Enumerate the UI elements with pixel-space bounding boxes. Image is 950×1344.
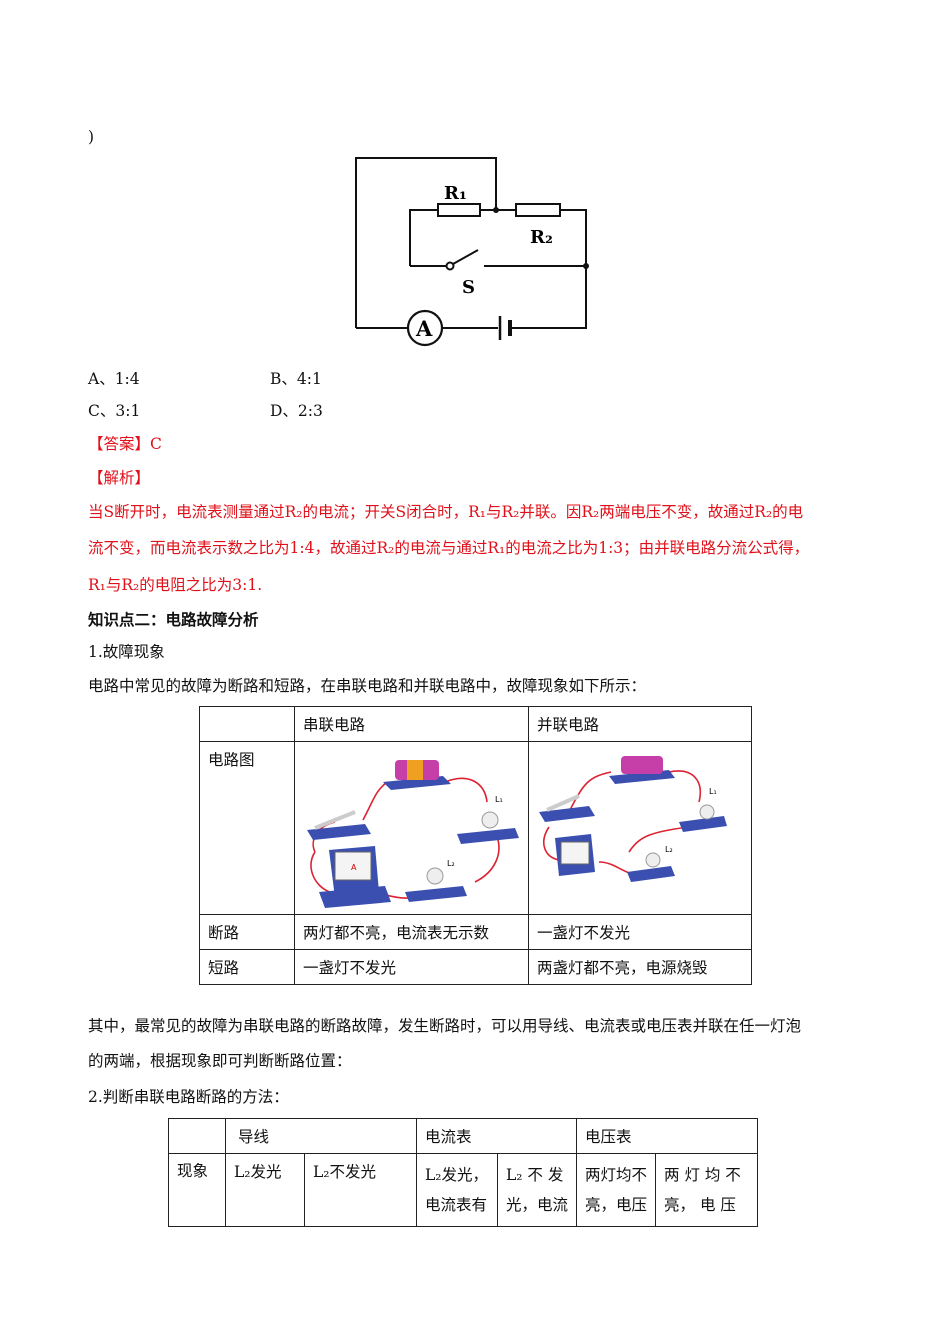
r1-label: R₁ xyxy=(444,183,467,204)
sub2-title: 2.判断串联电路断路的方法： xyxy=(88,1088,289,1106)
resistor-r1 xyxy=(437,203,481,217)
parallel-short-desc: 两盏灯都不亮，电源烧毁 xyxy=(528,949,752,985)
analysis-line-1: 当S断开时，电流表测量通过R₂的电流；开关S闭合时，R₁与R₂并联。因R₂两端电… xyxy=(88,503,804,521)
answer: 【答案】C xyxy=(88,435,162,453)
table1-row-short: 短路 xyxy=(199,949,295,985)
table2-header-voltmeter: 电压表 xyxy=(576,1118,758,1154)
fault-table: 串联电路 并联电路 电路图 xyxy=(199,706,752,985)
table2-wire-off: L₂不发光 xyxy=(304,1153,417,1227)
parallel-circuit-image: L₁ L₂ xyxy=(539,756,727,882)
sub1-intro: 电路中常见的故障为断路和短路，在串联电路和并联电路中，故障现象如下所示： xyxy=(88,677,647,695)
table2-corner xyxy=(168,1118,226,1154)
table2-ammeter-on-line2: 电流表有 xyxy=(425,1196,488,1214)
ammeter-label: A xyxy=(415,316,433,341)
svg-text:A: A xyxy=(351,863,357,872)
table1-corner xyxy=(199,706,295,742)
parallel-circuit-cell: L₁ L₂ xyxy=(528,741,752,915)
option-c: C、3:1 xyxy=(88,402,141,420)
analysis-line-3: R₁与R₂的电阻之比为3:1. xyxy=(88,576,263,594)
lamp-l2-label: L₂ xyxy=(447,859,455,868)
table1-header-series: 串联电路 xyxy=(294,706,529,742)
table2-ammeter-off-line2: 光，电流 xyxy=(506,1196,569,1214)
table2-ammeter-off-line1: L₂ 不 发 xyxy=(506,1166,564,1184)
section-heading: 知识点二：电路故障分析 xyxy=(88,611,259,629)
series-circuit-image: A L₁ L₂ xyxy=(307,760,519,908)
table2-header-wire: 导线 xyxy=(225,1118,417,1154)
series-short-desc: 一盏灯不发光 xyxy=(294,949,529,985)
series-open-desc: 两灯都不亮，电流表无示数 xyxy=(294,914,529,950)
paragraph-line-1: 其中，最常见的故障为串联电路的断路故障，发生断路时，可以用导线、电流表或电压表并… xyxy=(88,1017,802,1035)
table2-ammeter-off: L₂ 不 发 光，电流 xyxy=(496,1153,578,1227)
paragraph-line-2: 的两端，根据现象即可判断断路位置： xyxy=(88,1052,352,1070)
r2-label: R₂ xyxy=(530,227,553,248)
lamp-l1 xyxy=(481,811,499,829)
table2-row-label: 现象 xyxy=(168,1153,226,1227)
table2-voltmeter-a: 两灯均不 亮，电压 xyxy=(576,1153,657,1227)
table2-ammeter-on: L₂发光， 电流表有 xyxy=(416,1153,498,1227)
parallel-open-desc: 一盏灯不发光 xyxy=(528,914,752,950)
analysis-line-2: 流不变，而电流表示数之比为1:4，故通过R₂的电流与通过R₁的电流之比为1:3；… xyxy=(88,539,810,557)
resistor-r2 xyxy=(515,203,561,217)
table2-voltmeter-a-line1: 两灯均不 xyxy=(585,1166,648,1184)
parallel-lamp-l2-label: L₂ xyxy=(665,845,673,854)
switch-label: S xyxy=(462,277,475,298)
table1-header-parallel: 并联电路 xyxy=(528,706,752,742)
lamp-l1-label: L₁ xyxy=(495,795,503,804)
series-circuit-cell: A L₁ L₂ xyxy=(294,741,529,915)
circuit-diagram: A R₁ R₂ S xyxy=(355,157,589,347)
sub1-title: 1.故障现象 xyxy=(88,643,165,661)
table1-row-diagram: 电路图 xyxy=(199,741,295,915)
table2-header-ammeter: 电流表 xyxy=(415,1118,578,1154)
option-a: A、1:4 xyxy=(88,370,140,388)
table2-voltmeter-a-line2: 亮，电压 xyxy=(585,1196,648,1214)
option-b: B、4:1 xyxy=(270,370,322,388)
table2-ammeter-on-line1: L₂发光， xyxy=(425,1166,489,1184)
question-stem-tail: ) xyxy=(88,128,95,146)
table2-voltmeter-b-line1: 两 灯 均 不 xyxy=(664,1166,741,1184)
option-d: D、2:3 xyxy=(270,402,323,420)
analysis-heading: 【解析】 xyxy=(88,469,151,487)
table2-voltmeter-b-line2: 亮， 电 压 xyxy=(664,1196,736,1214)
table1-row-open: 断路 xyxy=(199,914,295,950)
parallel-lamp-l1-label: L₁ xyxy=(709,787,717,796)
table2-voltmeter-b: 两 灯 均 不 亮， 电 压 xyxy=(655,1153,758,1227)
table2-wire-on: L₂发光 xyxy=(225,1153,305,1227)
switch-contact xyxy=(445,261,455,271)
method-table: 导线 电流表 电压表 现象 L₂发光 L₂不发光 L₂发光， 电流表有 L₂ 不… xyxy=(168,1118,758,1227)
lamp-l2 xyxy=(426,867,444,885)
ammeter-symbol xyxy=(406,309,444,347)
